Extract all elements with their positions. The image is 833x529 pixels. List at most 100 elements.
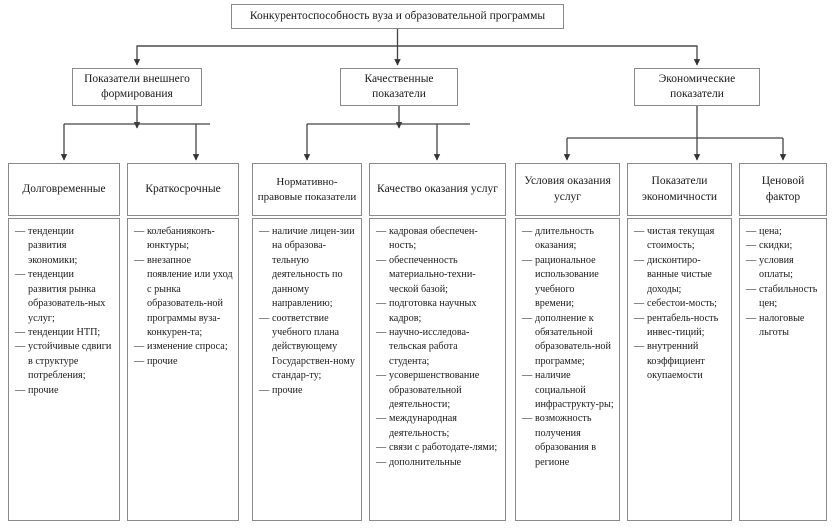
dash-icon: — [15, 269, 26, 281]
list-item: —обеспеченность материально-техни-ческой… [376, 254, 476, 295]
leaf-header-short-term: Краткосрочные [127, 163, 239, 216]
dash-icon: — [15, 326, 26, 338]
dash-icon: — [376, 254, 387, 266]
leaf-header-regulatory-legal: Нормативно-правовые показатели [252, 163, 362, 216]
category-label: Показатели внешнего формирования [84, 72, 190, 100]
list-item: —соответствие учебного плана действующем… [259, 312, 358, 382]
leaf-header-price-factor: Ценовой фактор [739, 163, 827, 216]
list-item: —кадровая обеспечен-ность; [376, 226, 478, 252]
root-node-label: Конкурентоспособность вуза и образовател… [249, 9, 546, 22]
dash-icon: — [746, 312, 757, 324]
leaf-header-label: Ценовой фактор [761, 175, 805, 203]
category-node-economic-indicators: Экономические показатели [634, 68, 760, 106]
list-item: —рентабель-ность инвес-тиций; [634, 312, 721, 338]
item-list: —кадровая обеспечен-ность;—обеспеченност… [376, 225, 500, 470]
list-item: —условия оплаты; [746, 254, 797, 281]
root-node: Конкурентоспособность вуза и образовател… [231, 4, 564, 29]
dash-icon: — [746, 226, 757, 237]
dash-icon: — [522, 226, 533, 237]
leaf-header-efficiency-indicators: Показатели экономичности [627, 163, 732, 216]
dash-icon: — [746, 240, 757, 252]
list-item: —международная деятельность; [376, 413, 460, 439]
list-item: —возможность получения образования в рег… [522, 413, 599, 468]
leaf-header-service-conditions: Условия оказания услуг [515, 163, 620, 216]
leaf-list-long-term: —тенденции развития экономики;—тенденции… [8, 218, 120, 521]
leaf-list-service-quality: —кадровая обеспечен-ность;—обеспеченност… [369, 218, 506, 521]
leaf-list-service-conditions: —длительность оказания;—рациональное исп… [515, 218, 620, 521]
dash-icon: — [746, 254, 757, 266]
list-item: —себестои-мость; [634, 297, 726, 311]
category-node-external-indicators: Показатели внешнего формирования [72, 68, 202, 106]
dash-icon: — [134, 341, 145, 353]
leaf-header-long-term: Долговременные [8, 163, 120, 216]
leaf-list-efficiency-indicators: —чистая текущая стоимость;—дисконтиро-ва… [627, 218, 732, 521]
dash-icon: — [134, 226, 145, 237]
leaf-header-service-quality: Качество оказания услуг [369, 163, 506, 216]
leaf-list-short-term: —колебанияконъ-юнктуры;—внезапное появле… [127, 218, 239, 521]
wire-root-to-right [397, 45, 701, 66]
list-item: —внутренний коэффициент окупаемости [634, 341, 708, 382]
dash-icon: — [746, 283, 757, 295]
list-item: —чистая текущая стоимость; [634, 226, 717, 252]
dash-icon: — [376, 226, 387, 237]
list-item: —изменение спроса; [134, 340, 233, 354]
list-item: —прочие [259, 384, 356, 398]
leaf-header-label: Нормативно-правовые показатели [257, 175, 357, 203]
list-item: —длительность оказания; [522, 226, 597, 252]
list-item: —тенденции НТП; [15, 326, 114, 340]
dash-icon: — [15, 226, 26, 237]
list-item: —устойчивые сдвиги в структуре потреблен… [15, 341, 114, 382]
list-item: —скидки; [746, 239, 821, 253]
dash-icon: — [634, 226, 645, 237]
item-list: —наличие лицен-зии на образова-тельную д… [259, 225, 356, 398]
dash-icon: — [376, 326, 387, 338]
list-item: —цена; [746, 225, 821, 239]
list-item: —стабильность цен; [746, 283, 820, 310]
list-item: —дополнение к обязательной образователь-… [522, 312, 614, 367]
dash-icon: — [522, 413, 533, 425]
item-list: —колебанияконъ-юнктуры;—внезапное появле… [134, 225, 233, 369]
leaf-header-label: Краткосрочные [145, 182, 221, 195]
list-item: —колебанияконъ-юнктуры; [134, 226, 215, 252]
wire-root-to-left [133, 45, 398, 66]
dash-icon: — [15, 341, 26, 353]
dash-icon: — [376, 298, 387, 310]
list-item: —прочие [15, 384, 114, 398]
list-item: —прочие [134, 355, 233, 369]
dash-icon: — [134, 355, 145, 367]
list-item: —дополнительные [376, 456, 500, 470]
list-item: —тенденции развития экономики; [15, 226, 78, 266]
list-item: —научно-исследова-тельская работа студен… [376, 326, 470, 367]
item-list: —цена;—скидки;—условия оплаты;—стабильно… [746, 225, 821, 340]
list-item: —подготовка научных кадров; [376, 298, 480, 324]
dash-icon: — [259, 226, 270, 237]
leaf-header-label: Условия оказания услуг [524, 175, 611, 203]
list-item: —рациональное использование учебного вре… [522, 254, 602, 310]
item-list: —длительность оказания;—рациональное исп… [522, 225, 614, 470]
dash-icon: — [259, 384, 270, 396]
list-item: —тенденции развития рынка образователь-н… [15, 269, 111, 324]
dash-icon: — [376, 370, 387, 382]
dash-icon: — [634, 312, 645, 324]
item-list: —чистая текущая стоимость;—дисконтиро-ва… [634, 225, 726, 384]
dash-icon: — [376, 442, 387, 454]
category-label: Качественные показатели [364, 72, 434, 100]
category-node-quality-indicators: Качественные показатели [340, 68, 458, 106]
leaf-header-label: Показатели экономичности [641, 175, 718, 203]
leaf-header-label: Долговременные [22, 182, 106, 195]
list-item: —связи с работодате-лями; [376, 441, 500, 455]
list-item: —наличие социальной инфраструкту-ры; [522, 370, 614, 411]
leaf-header-label: Качество оказания услуг [377, 182, 498, 195]
dash-icon: — [376, 413, 387, 425]
list-item: —наличие лицен-зии на образова-тельную д… [259, 226, 358, 310]
dash-icon: — [634, 254, 645, 266]
list-item: —внезапное появление или уход с рынка об… [134, 254, 236, 338]
leaf-list-regulatory-legal: —наличие лицен-зии на образова-тельную д… [252, 218, 362, 521]
leaf-list-price-factor: —цена;—скидки;—условия оплаты;—стабильно… [739, 218, 827, 521]
dash-icon: — [522, 370, 533, 382]
category-label: Экономические показатели [658, 72, 736, 100]
dash-icon: — [522, 312, 533, 324]
item-list: —тенденции развития экономики;—тенденции… [15, 225, 114, 398]
dash-icon: — [259, 312, 270, 324]
